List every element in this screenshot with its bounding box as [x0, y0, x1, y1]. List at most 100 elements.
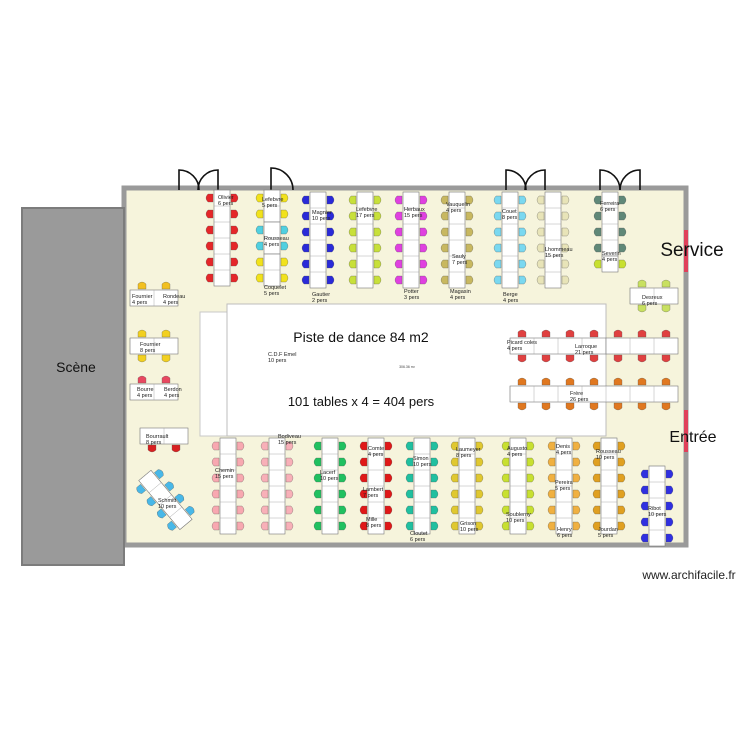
chair [593, 227, 602, 237]
chair [211, 441, 220, 451]
table-group-name: Sauly [452, 254, 466, 260]
table-group-name: Picard coles [507, 340, 537, 346]
chair [430, 441, 439, 451]
chair [501, 505, 510, 515]
chair [313, 473, 322, 483]
chair [518, 259, 527, 269]
chair [518, 243, 527, 253]
group-comte [359, 437, 393, 535]
chair [419, 243, 428, 253]
table-group-count: 4 pers [556, 450, 572, 456]
chair [637, 304, 647, 313]
chair [640, 469, 649, 479]
door-3 [505, 169, 546, 191]
chair [326, 227, 335, 237]
chair [561, 211, 570, 221]
chair [260, 489, 269, 499]
table-group-count: 6 pers [410, 537, 426, 543]
chair [348, 243, 357, 253]
service-label: Service [660, 240, 723, 261]
chair [161, 329, 171, 338]
chair [637, 329, 647, 338]
chair [665, 501, 674, 511]
chair [255, 209, 264, 219]
chair [593, 195, 602, 205]
watermark: www.archifacile.fr [641, 568, 735, 582]
table-group-name: Ferreira [600, 201, 620, 207]
table-group-name: Rousseau [596, 449, 621, 455]
chair [301, 243, 310, 253]
table-group-name: C.D.F Emel [268, 352, 296, 358]
chair [572, 473, 581, 483]
chair [517, 402, 527, 411]
chair [518, 195, 527, 205]
table-group-count: 5 pers [598, 533, 614, 539]
chair [260, 521, 269, 531]
chair [373, 275, 382, 285]
chair [359, 521, 368, 531]
chair [230, 225, 239, 235]
group-ferreira [593, 191, 627, 273]
chair [211, 505, 220, 515]
chair [359, 441, 368, 451]
chair [301, 275, 310, 285]
chair [230, 241, 239, 251]
chair [146, 496, 157, 507]
table-group-count: 10 pers [320, 476, 339, 482]
chair [313, 505, 322, 515]
chair [440, 243, 449, 253]
group-fournier8 [129, 329, 179, 363]
chair [313, 521, 322, 531]
chair [618, 243, 627, 253]
table-group-count: 6 pers [218, 201, 234, 207]
group-fournier [129, 281, 179, 307]
chair [440, 195, 449, 205]
chair [541, 377, 551, 386]
group-olivier [205, 189, 239, 287]
table-group-count: 10 pers [460, 527, 479, 533]
table-group-name: Chemin [215, 468, 234, 474]
table-group-count: 15 pers [215, 474, 234, 480]
table-group-count: 5 pers [264, 291, 280, 297]
chair [285, 489, 294, 499]
chair [154, 469, 164, 480]
chair [326, 211, 335, 221]
chair [326, 259, 335, 269]
chair [255, 257, 264, 267]
chair [592, 489, 601, 499]
chair [384, 473, 393, 483]
table-group-name: Rousseau [264, 236, 289, 242]
chair [617, 521, 626, 531]
table-group-name: Laumeyer [456, 447, 481, 453]
chair [572, 441, 581, 451]
chair [450, 489, 459, 499]
chair [205, 273, 214, 283]
chair [517, 329, 527, 338]
chair [450, 441, 459, 451]
table-group-count: 8 pers [146, 440, 162, 446]
table-group-count: 4 pers [450, 295, 466, 301]
table-group-name: Herbaux [404, 207, 425, 213]
chair [475, 521, 484, 531]
chair [394, 243, 403, 253]
group-lefebvre2 [348, 191, 382, 289]
table-group-count: 15 pers [404, 213, 423, 219]
group-rousseau [592, 437, 626, 535]
tables-total-label: 101 tables x 4 = 404 pers [288, 394, 435, 409]
chair [547, 441, 556, 451]
chair [338, 521, 347, 531]
table-group-name: Jourdan [598, 527, 618, 533]
group-picard [509, 329, 679, 363]
table-group-count: 6 pers [600, 207, 616, 213]
chair [236, 441, 245, 451]
table-group-count: 4 pers [164, 393, 180, 399]
chair [613, 329, 623, 338]
chair [348, 227, 357, 237]
chair [475, 473, 484, 483]
chair [167, 520, 177, 531]
group-frere [509, 377, 679, 411]
chair [565, 329, 575, 338]
table-group-count: 7 pers [452, 260, 468, 266]
table-group-count: 4 pers [503, 298, 519, 304]
